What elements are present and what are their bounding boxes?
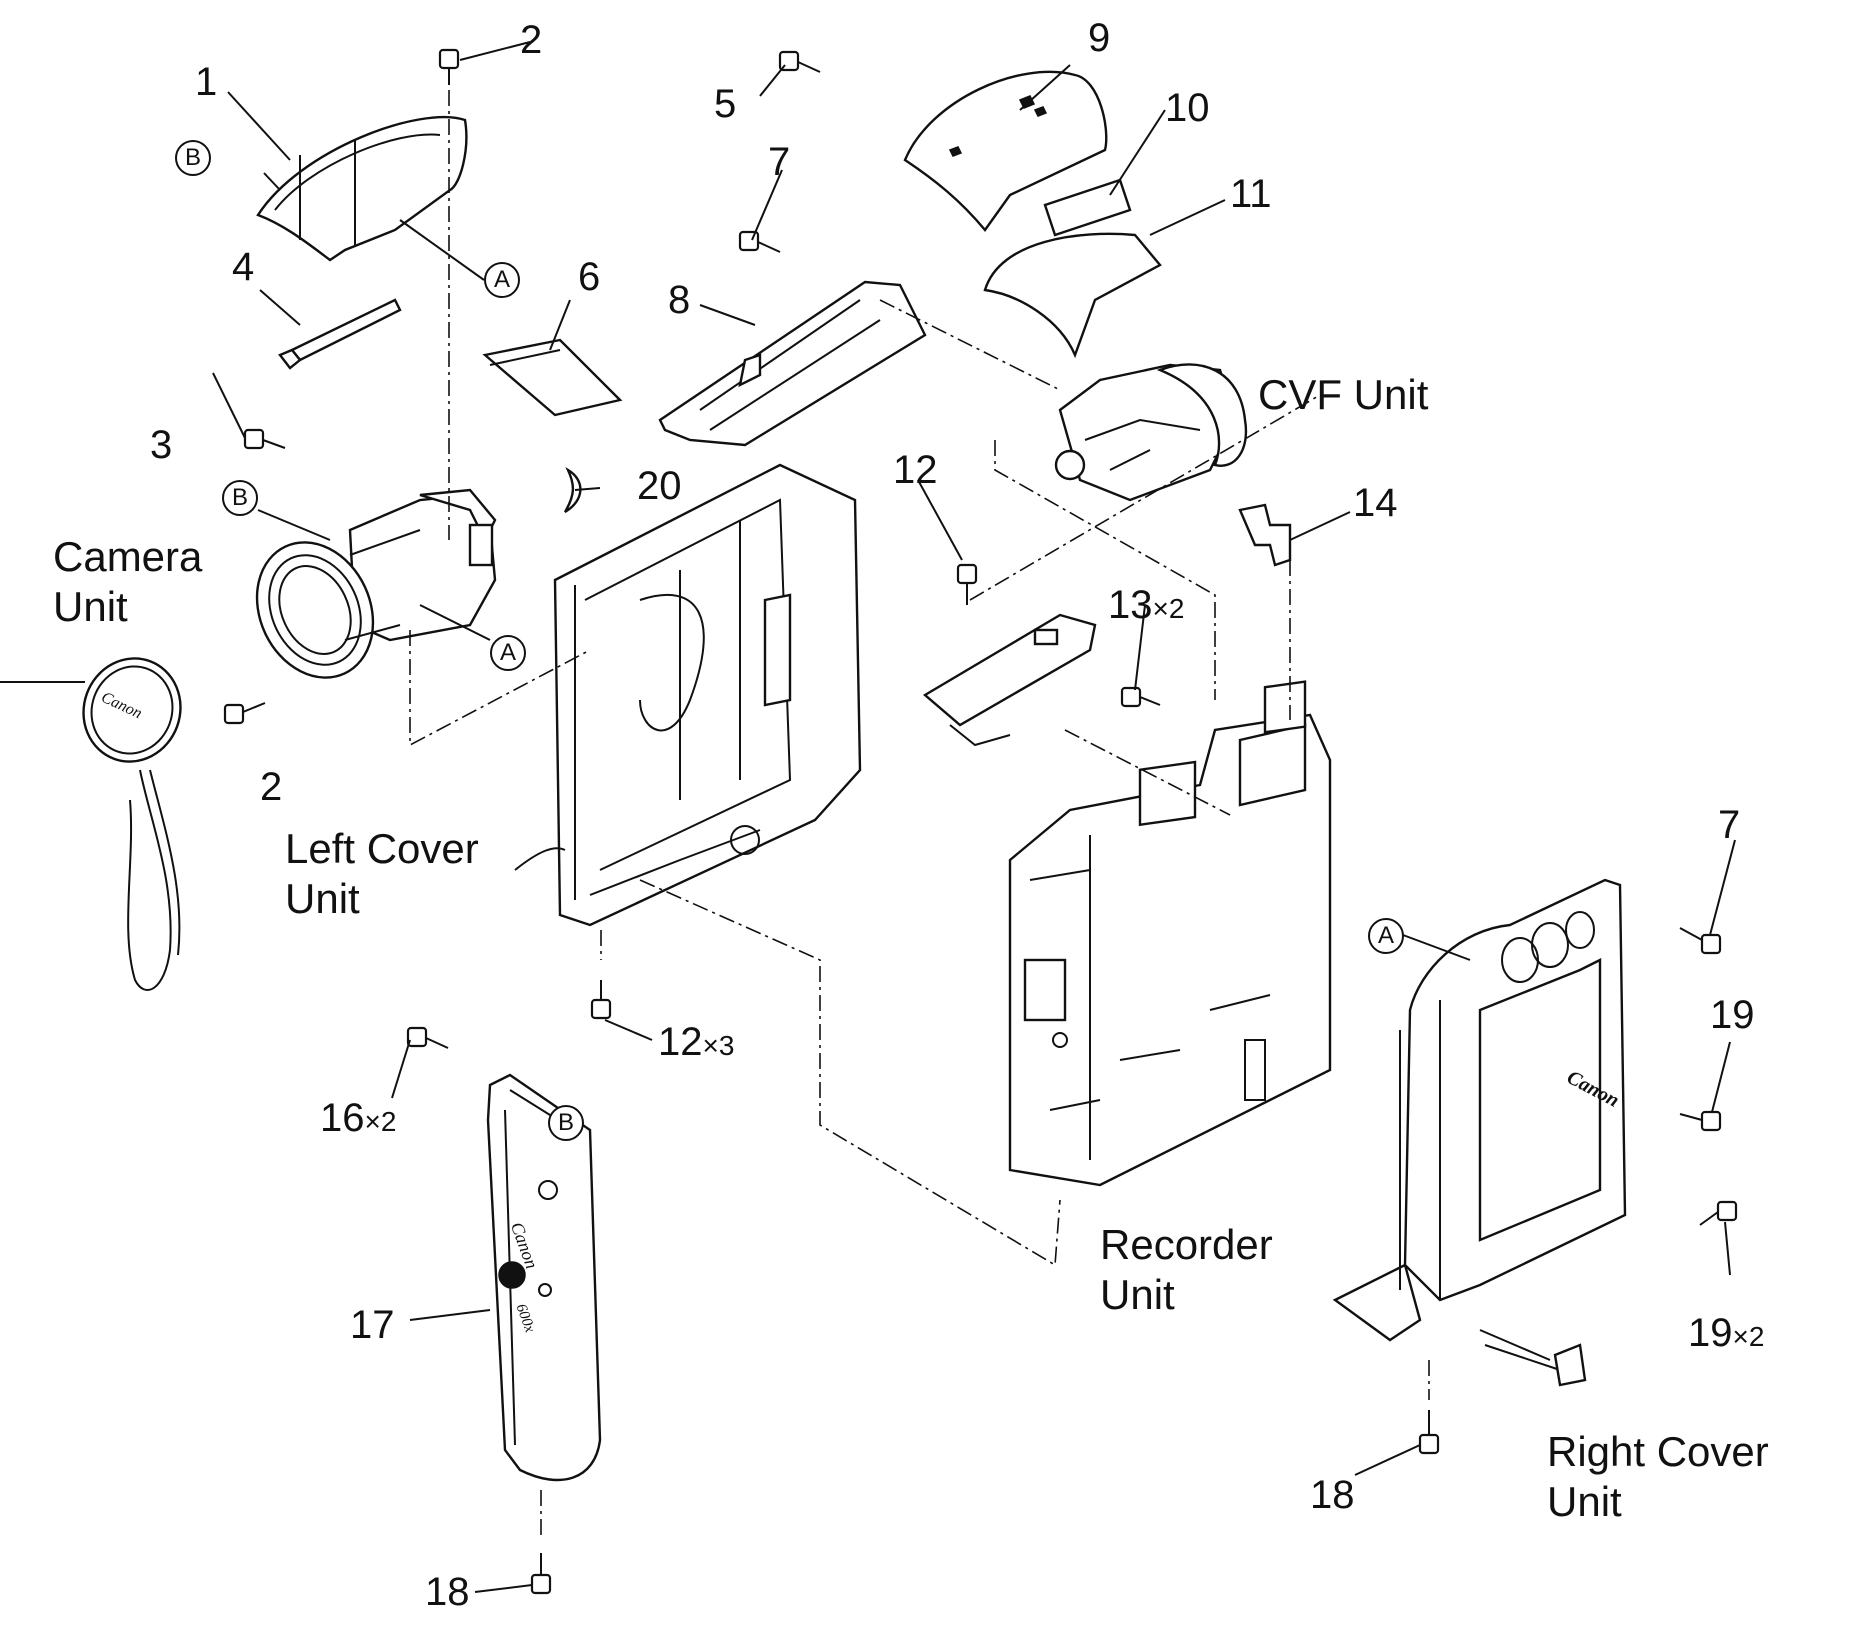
callout-13: 13×2 [1108,583,1185,627]
screw-19-bottom [1699,1200,1738,1226]
screws [223,48,1738,1595]
callout-1: 1 [195,60,218,104]
callout-7-right: 7 [1718,803,1741,847]
callout-6: 6 [578,255,601,299]
callout-18-bottom: 18 [425,1570,470,1614]
cvf-unit [1054,363,1248,502]
screw-2-bottom [223,702,266,725]
screw-5 [778,50,821,73]
callout-14: 14 [1353,481,1398,525]
screw-18-bottom [530,1553,552,1595]
part-10-pad [1043,178,1132,237]
callout-8: 8 [668,278,691,322]
assembly-lines [409,90,1430,1540]
callout-19-top: 19 [1710,993,1755,1037]
screw-7-top [738,230,781,253]
reference-mark-a: A [490,635,526,671]
callout-7-top: 7 [768,140,791,184]
callout-12-top: 12 [893,448,938,492]
callout-18-right: 18 [1310,1473,1355,1517]
part-9-top-cover [903,70,1108,232]
screw-3 [243,428,286,450]
callout-11: 11 [1230,172,1272,216]
reference-mark-b: B [222,480,258,516]
callout-16: 16×2 [320,1096,397,1140]
screw-16 [406,1026,449,1049]
reference-mark-b: B [175,140,211,176]
screw-2-top [438,48,460,85]
screw-19-top [1679,1110,1722,1132]
part-11-inner-cover [983,232,1162,359]
callout-17: 17 [350,1303,395,1347]
part-6-plate [482,338,623,417]
right-cover-unit [1332,878,1627,1387]
part-17-grip-panel [486,1073,602,1482]
reference-mark-a: A [1368,918,1404,954]
callout-9: 9 [1088,16,1111,60]
part-8-bracket [658,280,927,447]
callout-12-bottom: 12×3 [658,1020,735,1064]
callout-2-top: 2 [520,18,543,62]
part-1-lens-top-cover [256,115,468,262]
screw-7-right [1679,927,1722,955]
callout-3: 3 [150,423,173,467]
left-cover-unit-frame [514,463,862,927]
callout-4: 4 [232,245,255,289]
part-20-clip [563,467,582,514]
callout-5: 5 [714,82,737,126]
part-4-flex-strip [278,298,402,370]
label-cvf-unit: CVF Unit [1258,371,1429,418]
callout-10: 10 [1165,86,1210,130]
leader-lines [0,41,1736,1593]
screw-13 [1120,686,1161,708]
screw-12-bottom [590,980,612,1020]
reference-mark-b: B [548,1105,584,1141]
screw-12-top [956,563,978,605]
callout-20: 20 [637,464,682,508]
camera-unit-lens-assembly [255,488,497,679]
callout-19-bottom: 19×2 [1688,1311,1765,1355]
reference-mark-a: A [484,262,520,298]
recorder-unit [1008,680,1332,1187]
callout-2-bottom: 2 [260,765,283,809]
part-12-plate [922,613,1097,747]
screw-18-right [1418,1410,1440,1455]
part-14-clip [1238,503,1292,567]
lens-cap-with-strap [82,657,182,991]
